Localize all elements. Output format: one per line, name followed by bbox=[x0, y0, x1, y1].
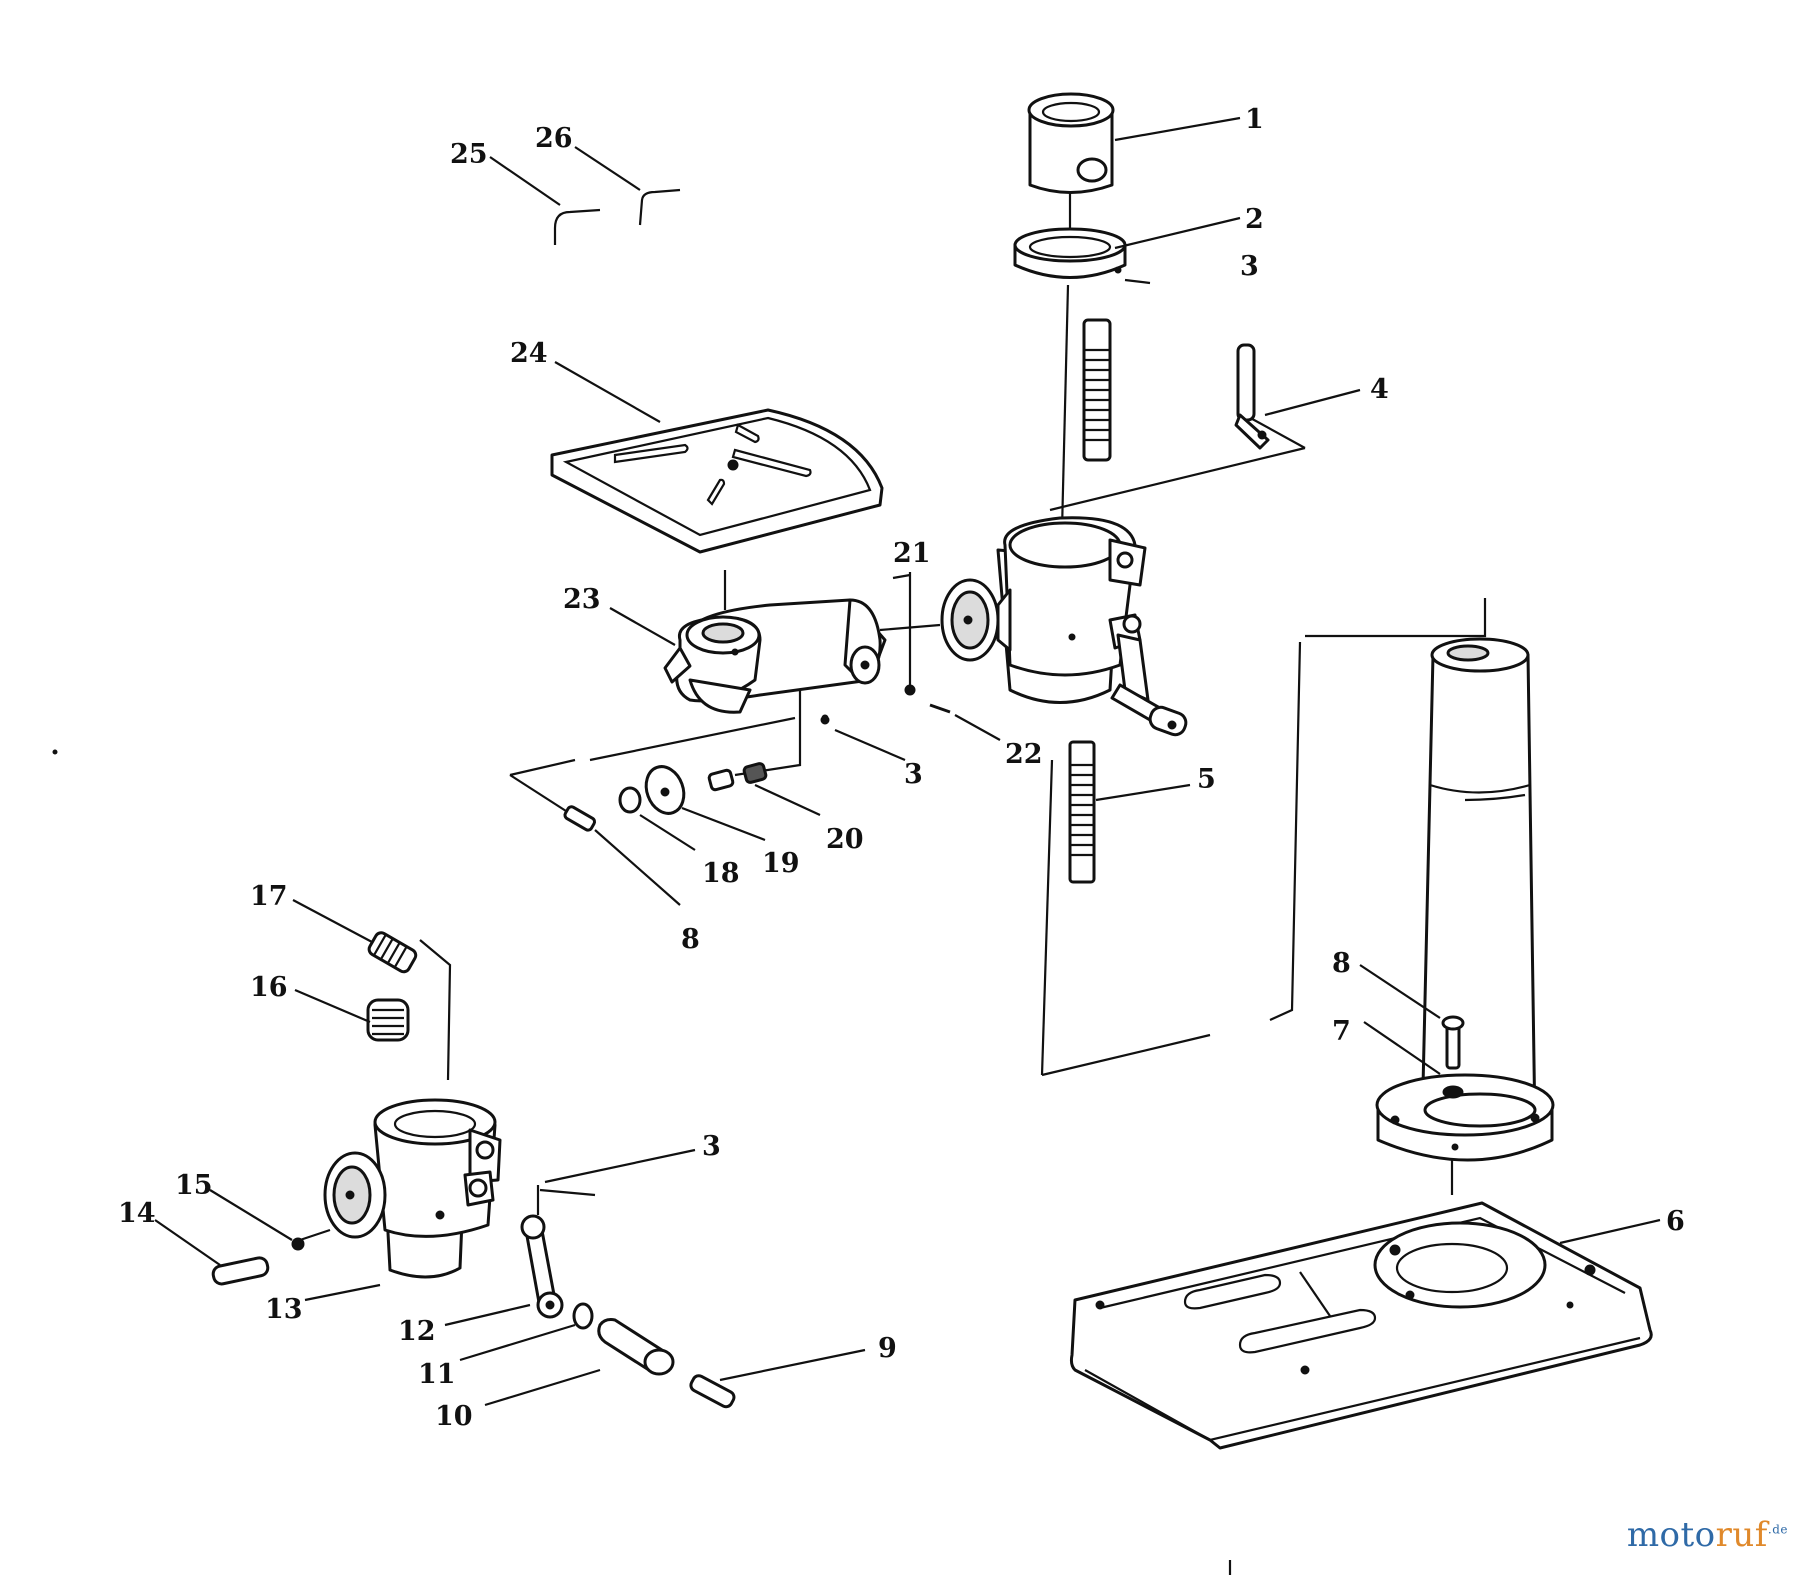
collar-ring-drawing bbox=[1013, 227, 1127, 279]
callout-label-13: 13 bbox=[265, 1294, 303, 1325]
crank-handle-small-drawing bbox=[1234, 343, 1270, 450]
callout-label-15: 15 bbox=[175, 1170, 213, 1201]
crank-assembly-drawing bbox=[520, 1185, 736, 1409]
column-collar-drawing bbox=[1027, 92, 1115, 194]
column-bolt-drawing bbox=[1441, 1015, 1465, 1099]
callout-label-25: 25 bbox=[450, 139, 488, 170]
callout-label-4: 4 bbox=[1370, 374, 1389, 405]
callout-label-9: 9 bbox=[878, 1333, 897, 1364]
callout-label-22: 22 bbox=[1005, 739, 1043, 770]
callout-label-14: 14 bbox=[118, 1198, 156, 1229]
small-hardware-drawing bbox=[563, 762, 768, 832]
callout-label-12: 12 bbox=[398, 1316, 436, 1347]
leader-lines bbox=[154, 116, 1661, 1407]
callout-label-19: 19 bbox=[762, 848, 800, 879]
callout-label-16: 16 bbox=[250, 972, 288, 1003]
stray-dot bbox=[52, 749, 58, 755]
watermark-text-a: moto bbox=[1626, 1515, 1716, 1555]
rack-lower-drawing bbox=[1068, 740, 1096, 884]
callout-label-21: 21 bbox=[893, 538, 931, 569]
callout-label-1: 1 bbox=[1245, 104, 1264, 135]
shaft-washer-drawing bbox=[211, 1237, 305, 1286]
callout-label-6: 6 bbox=[1666, 1206, 1685, 1237]
callout-label-11: 11 bbox=[418, 1359, 456, 1390]
callout-label-8: 8 bbox=[1332, 948, 1351, 979]
column-drawing bbox=[1375, 637, 1555, 1162]
worm-gear-drawing bbox=[366, 931, 418, 1042]
table-support-drawing bbox=[323, 1098, 502, 1279]
callout-label-24: 24 bbox=[510, 338, 548, 369]
hex-keys-drawing bbox=[553, 188, 681, 245]
table-drawing bbox=[550, 408, 884, 554]
callout-label-2: 2 bbox=[1245, 204, 1264, 235]
callout-label-5: 5 bbox=[1197, 764, 1216, 795]
table-arm-drawing bbox=[663, 598, 887, 714]
callout-label-26: 26 bbox=[535, 123, 573, 154]
pin-screw-drawing bbox=[820, 572, 951, 725]
rack-bracket-drawing bbox=[940, 516, 1188, 737]
rack-upper-drawing bbox=[1082, 318, 1112, 462]
callout-label-7: 7 bbox=[1332, 1016, 1351, 1047]
callout-label-8-middle: 8 bbox=[681, 924, 700, 955]
watermark-text-b: ruf bbox=[1715, 1515, 1768, 1555]
callout-label-3: 3 bbox=[1240, 251, 1259, 282]
callout-label-23: 23 bbox=[563, 584, 601, 615]
callout-labels: 1 2 3 4 5 6 7 8 3 20 19 18 8 21 22 23 24… bbox=[118, 104, 1685, 1432]
base-drawing bbox=[1069, 1201, 1653, 1450]
callout-label-3-lower: 3 bbox=[702, 1131, 721, 1162]
callout-label-3-middle: 3 bbox=[904, 759, 923, 790]
watermark-suffix: .de bbox=[1767, 1522, 1788, 1537]
watermark-logo: motoruf.de bbox=[1627, 1515, 1788, 1555]
callout-label-10: 10 bbox=[435, 1401, 473, 1432]
callout-label-20: 20 bbox=[826, 824, 864, 855]
callout-label-17: 17 bbox=[250, 881, 288, 912]
callout-label-18: 18 bbox=[702, 858, 740, 889]
